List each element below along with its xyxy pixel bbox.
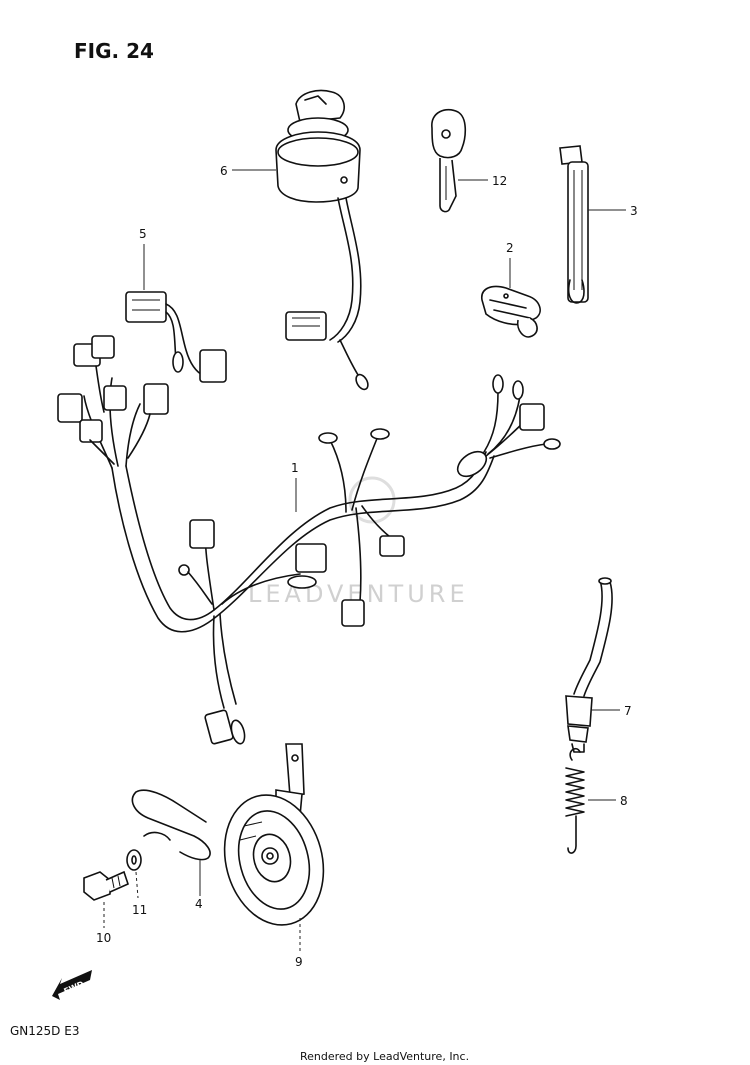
callout-8: 8 — [620, 794, 628, 808]
part-10-bolt — [83, 870, 129, 928]
fwd-arrow-icon: FWD — [52, 970, 92, 1000]
part-5-connector — [125, 244, 227, 383]
callout-3: 3 — [630, 204, 638, 218]
callout-10: 10 — [96, 931, 111, 945]
callout-11: 11 — [132, 903, 147, 917]
callout-2: 2 — [506, 241, 514, 255]
part-1-wiring-harness — [57, 335, 561, 745]
part-6-ignition-switch — [232, 89, 369, 391]
part-4-lead-wire — [131, 789, 211, 896]
figure-title: FIG. 24 — [74, 39, 154, 63]
part-3-holder-strap — [559, 145, 626, 304]
part-7-brake-switch — [565, 577, 620, 753]
callout-5: 5 — [139, 227, 147, 241]
callout-1: 1 — [291, 461, 299, 475]
callout-6: 6 — [220, 164, 228, 178]
part-11-washer — [126, 849, 142, 899]
callout-7: 7 — [624, 704, 632, 718]
callout-9: 9 — [295, 955, 303, 969]
callout-12: 12 — [492, 174, 507, 188]
callout-4: 4 — [195, 897, 203, 911]
part-9-horn — [223, 743, 325, 952]
model-code: GN125D E3 — [10, 1024, 79, 1038]
part-12-key — [431, 108, 488, 213]
part-2-clamp — [481, 258, 541, 338]
part-8-spring — [565, 747, 616, 854]
footer-credit: Rendered by LeadVenture, Inc. — [300, 1050, 469, 1063]
